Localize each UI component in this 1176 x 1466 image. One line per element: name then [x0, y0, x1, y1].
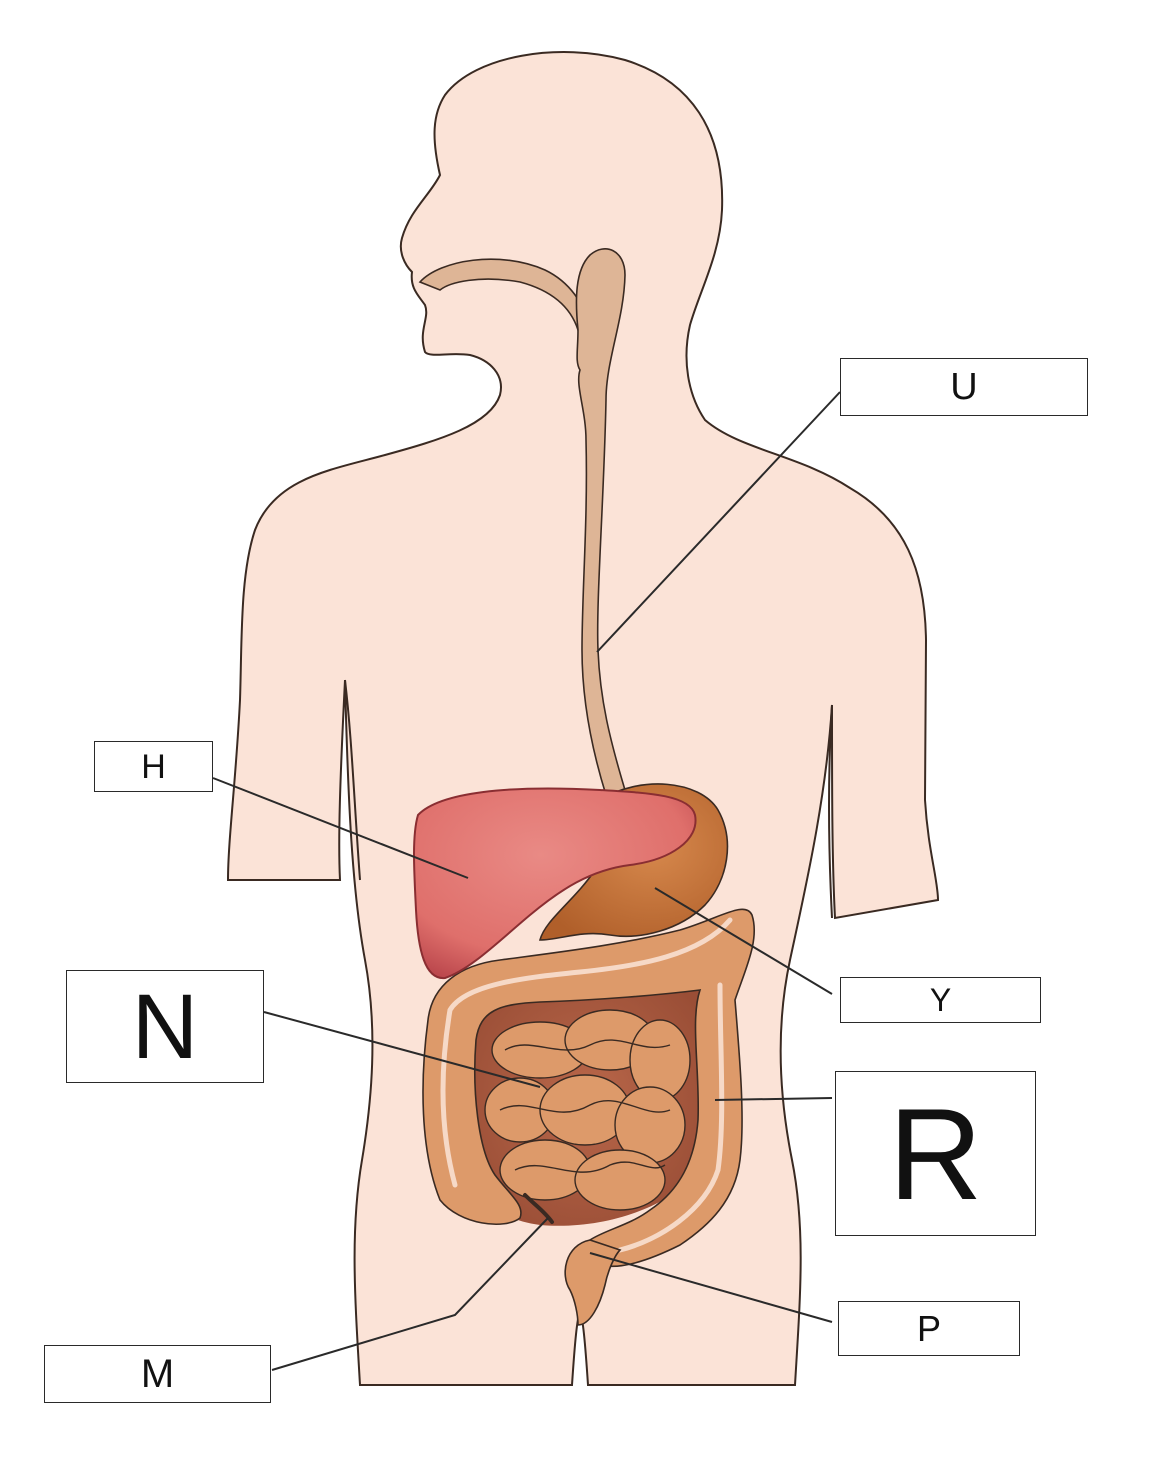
label-box-h: H — [94, 741, 213, 792]
label-r: R — [888, 1080, 983, 1227]
label-box-u: U — [840, 358, 1088, 416]
label-box-r: R — [835, 1071, 1036, 1236]
label-box-n: N — [66, 970, 264, 1083]
label-box-m: M — [44, 1345, 271, 1403]
esophagus — [575, 248, 627, 796]
rectum — [564, 1239, 622, 1326]
leader-lines — [212, 391, 841, 1371]
leader-line-p — [589, 1252, 833, 1323]
leader-line-h — [212, 777, 469, 879]
leader-line-r — [714, 1097, 833, 1101]
label-p: P — [916, 1307, 941, 1349]
label-h: H — [141, 747, 166, 786]
label-y: Y — [929, 982, 952, 1018]
leader-line-m — [271, 1217, 549, 1371]
leader-line-n — [263, 1011, 541, 1088]
left-arm-line — [344, 679, 361, 881]
appendix — [523, 1193, 554, 1224]
leader-line-y — [654, 887, 833, 995]
label-m: M — [140, 1352, 175, 1396]
body-silhouette — [226, 51, 940, 1386]
label-box-p: P — [838, 1301, 1020, 1356]
colon-highlight — [440, 917, 733, 1253]
liver — [413, 787, 697, 980]
label-n: N — [131, 975, 199, 1078]
label-u: U — [950, 366, 978, 408]
leader-line-u — [596, 391, 841, 653]
label-box-y: Y — [840, 977, 1041, 1023]
right-arm-line — [828, 704, 833, 919]
small-intestine — [484, 1009, 691, 1211]
